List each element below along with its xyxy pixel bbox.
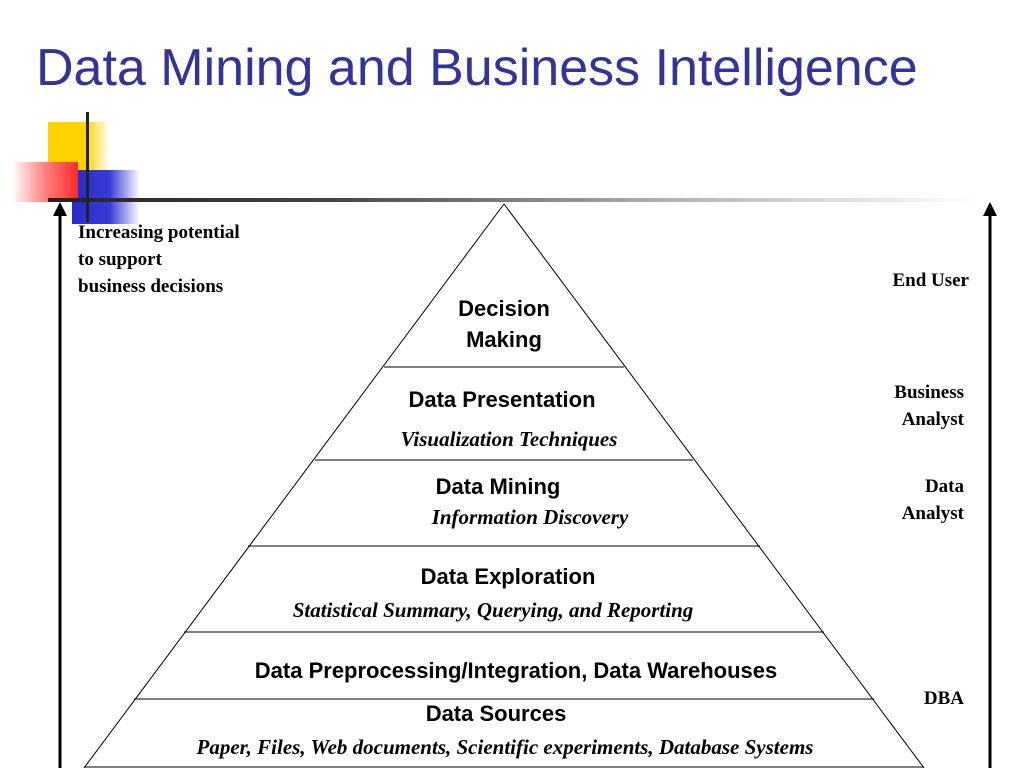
level-data-sources-subtitle: Paper, Files, Web documents, Scientific … bbox=[196, 735, 814, 759]
decor-blue-square bbox=[72, 170, 140, 224]
left-arrow-head bbox=[53, 202, 67, 216]
level-data-preprocessing-title: Data Preprocessing/Integration, Data War… bbox=[254, 658, 778, 683]
role-line: Analyst bbox=[901, 409, 964, 430]
role-data-analyst: Data Analyst bbox=[902, 473, 964, 527]
level-data-presentation-title: Data Presentation bbox=[408, 387, 596, 412]
role-line: Business bbox=[894, 382, 964, 403]
role-end-user: End User bbox=[892, 268, 969, 295]
decor-vertical-line bbox=[86, 112, 89, 222]
role-dba: DBA bbox=[924, 686, 964, 713]
role-line: Data bbox=[924, 476, 964, 497]
right-arrow-head bbox=[983, 202, 997, 216]
potential-note: Increasing potential to support business… bbox=[78, 219, 240, 300]
level-data-mining-title: Data Mining bbox=[435, 474, 561, 499]
title-divider-line bbox=[48, 198, 978, 202]
role-business-analyst: Business Analyst bbox=[894, 379, 964, 433]
level-decision-making-title: Decision Making bbox=[404, 293, 604, 355]
potential-note-line: to support bbox=[78, 249, 162, 270]
level-data-exploration-title: Data Exploration bbox=[420, 564, 596, 589]
role-line: End User bbox=[892, 270, 969, 291]
pyramid-right-edge bbox=[503, 203, 925, 768]
level-title-line: Making bbox=[466, 327, 542, 352]
level-data-presentation-subtitle: Visualization Techniques bbox=[400, 427, 618, 451]
pyramid-left-edge bbox=[83, 203, 505, 768]
level-title-line: Decision bbox=[458, 296, 550, 321]
level-data-exploration-subtitle: Statistical Summary, Querying, and Repor… bbox=[292, 598, 694, 622]
role-line: Analyst bbox=[901, 503, 964, 524]
level-data-mining-subtitle: Information Discovery bbox=[431, 505, 629, 529]
role-line: DBA bbox=[923, 688, 964, 709]
slide-title: Data Mining and Business Intelligence bbox=[36, 39, 918, 97]
potential-note-line: Increasing potential bbox=[78, 222, 240, 243]
level-data-sources-title: Data Sources bbox=[425, 701, 567, 726]
decor-red-square bbox=[12, 162, 78, 202]
potential-note-line: business decisions bbox=[78, 276, 224, 297]
